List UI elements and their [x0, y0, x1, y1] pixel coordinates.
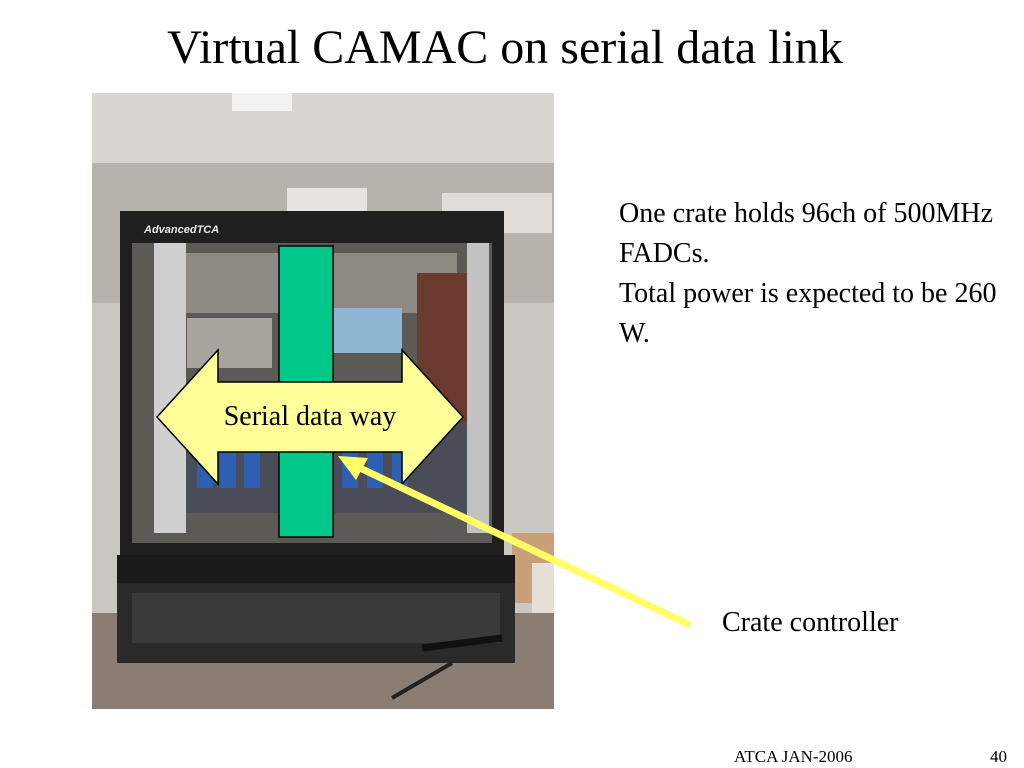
footer-date: ATCA JAN-2006 — [734, 747, 853, 766]
serial-data-way-arrow — [155, 348, 465, 486]
slide-title: Virtual CAMAC on serial data link — [167, 21, 843, 74]
description-line-1: One crate holds 96ch of 500MHz FADCs. — [619, 198, 994, 269]
crate-logo-text: AdvancedTCA — [143, 224, 219, 236]
description-line-2: Total power is expected to be 260 W. — [619, 278, 997, 349]
description-block: One crate holds 96ch of 500MHz FADCs. To… — [619, 194, 999, 354]
arrow-label: Serial data way — [223, 401, 397, 432]
controller-label: Crate controller — [722, 607, 899, 638]
pointer-arrowhead — [338, 456, 368, 480]
pointer-line — [358, 464, 692, 629]
page-number: 40 — [990, 747, 1007, 766]
